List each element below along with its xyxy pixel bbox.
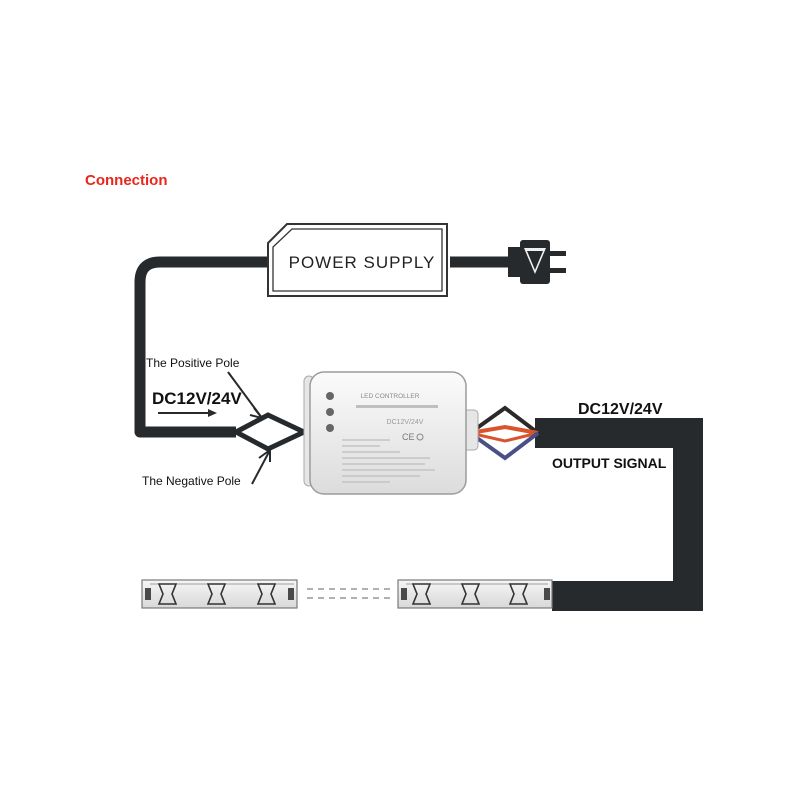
led-chip-icon [460, 583, 481, 605]
output-voltage-label: DC12V/24V [578, 401, 663, 418]
diagram-title: Connection [85, 172, 168, 189]
power-supply-label: POWER SUPPLY [289, 253, 436, 272]
ce-mark: CE [402, 432, 415, 442]
led-chip-icon [508, 583, 529, 605]
negative-pole-arrowhead [258, 449, 271, 462]
plug-icon [508, 240, 566, 284]
strip-continuation-dots [307, 588, 390, 599]
controller-spec-lines [342, 439, 435, 483]
cable-output [535, 418, 703, 611]
negative-pole-pointer [251, 449, 271, 485]
led-chip-icon [206, 583, 227, 605]
output-direction-arrow [578, 420, 633, 428]
led-chip-icon [411, 583, 432, 605]
output-signal-label: OUTPUT SIGNAL [552, 455, 667, 471]
positive-pole-arrowhead [249, 407, 263, 419]
output-wire-split [468, 405, 540, 461]
led-strip-right [397, 579, 553, 609]
input-direction-arrow [158, 409, 217, 417]
negative-pole-label: The Negative Pole [142, 474, 241, 488]
controller-model: DC12V/24V [387, 419, 424, 426]
led-strip-left [141, 579, 298, 609]
input-voltage-label: DC12V/24V [152, 389, 242, 408]
positive-pole-label: The Positive Pole [146, 356, 240, 370]
input-wire-split [230, 412, 314, 452]
led-controller: DC12V/24V [303, 371, 479, 495]
led-chip-icon [157, 583, 178, 605]
cable-input [134, 256, 268, 438]
power-supply [267, 223, 448, 297]
led-chip-icon [256, 583, 277, 605]
controller-label: LED CONTROLLER [361, 393, 420, 400]
